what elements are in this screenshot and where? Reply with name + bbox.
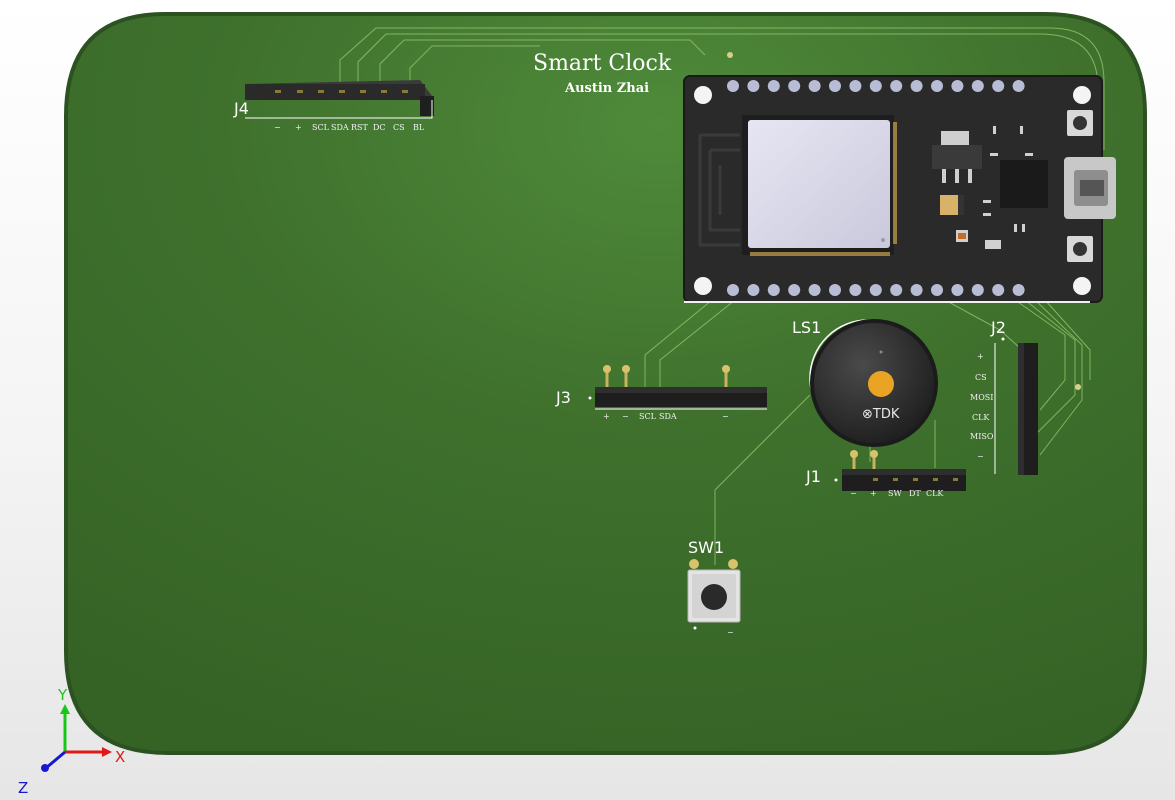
j4-pin-1: − bbox=[274, 123, 281, 132]
esp32-pin bbox=[890, 80, 903, 92]
esp32-pin bbox=[829, 80, 841, 92]
axis-y-label: Y bbox=[57, 686, 68, 704]
header-j3: J3 + − SCL SDA − bbox=[555, 365, 767, 421]
header-j1: J1 − + SW DT CLK bbox=[805, 450, 966, 498]
esp32-pin bbox=[869, 80, 882, 92]
esp32-pin bbox=[767, 80, 780, 92]
switch-sw1: SW1 − bbox=[687, 538, 741, 637]
mounting-hole bbox=[1073, 86, 1091, 104]
esp32-pin bbox=[727, 284, 739, 296]
j1-pin-3: SW bbox=[888, 489, 902, 498]
j2-ref-label: J2 bbox=[990, 318, 1006, 337]
j4-pin-5: RST bbox=[351, 123, 369, 132]
esp32-pin bbox=[808, 284, 821, 296]
j2-pin-2: CS bbox=[975, 373, 987, 382]
esp32-pin bbox=[971, 284, 984, 296]
j2-pin-1: + bbox=[977, 352, 984, 361]
j2-pin-6: − bbox=[977, 452, 984, 461]
esp32-pin bbox=[747, 284, 760, 296]
esp32-devkit-module bbox=[683, 75, 1116, 303]
j4-pin-4: SDA bbox=[331, 123, 349, 132]
ls1-ref-label: LS1 bbox=[792, 318, 821, 337]
mounting-hole bbox=[694, 277, 712, 295]
board-author: Austin Zhai bbox=[564, 81, 649, 96]
j4-pin-6: DC bbox=[373, 123, 386, 132]
j3-pin-3: SCL bbox=[639, 412, 657, 421]
esp32-pin bbox=[971, 80, 984, 92]
j4-pin-8: BL bbox=[413, 123, 425, 132]
j4-pin-3: SCL bbox=[312, 123, 330, 132]
esp32-pin bbox=[931, 284, 943, 296]
esp32-pin bbox=[849, 80, 862, 92]
j1-pin-4: DT bbox=[909, 489, 921, 498]
esp32-pin bbox=[1012, 80, 1025, 92]
esp32-pin bbox=[951, 80, 964, 92]
buzzer-port bbox=[868, 371, 894, 397]
esp32-pin bbox=[788, 80, 801, 92]
j4-pin-2: + bbox=[295, 123, 302, 132]
j4-ref-label: J4 bbox=[233, 99, 249, 118]
sw1-minus: − bbox=[727, 628, 734, 637]
j2-pin-4: CLK bbox=[972, 413, 990, 422]
header-j4: J4 − + SCL SDA RST DC CS BL bbox=[233, 80, 434, 132]
j2-pin-5: MISO bbox=[970, 432, 994, 441]
buzzer-brand: ⊗TDK bbox=[862, 407, 900, 422]
tactile-button-cap bbox=[701, 584, 727, 610]
esp32-pin bbox=[1012, 284, 1025, 296]
mounting-hole bbox=[1073, 277, 1091, 295]
j1-pin-1: − bbox=[850, 489, 857, 498]
esp32-pin bbox=[829, 284, 841, 296]
esp32-pin bbox=[931, 80, 943, 92]
esp32-pin bbox=[992, 80, 1005, 92]
axis-x-label: X bbox=[115, 748, 125, 766]
buzzer-ls1: LS1 ⊗TDK bbox=[792, 318, 938, 447]
esp32-pin bbox=[890, 284, 903, 296]
esp32-pin bbox=[951, 284, 964, 296]
esp32-pin bbox=[910, 80, 923, 92]
j3-pin-4: SDA bbox=[659, 412, 677, 421]
esp32-pin bbox=[747, 80, 760, 92]
j4-pin-7: CS bbox=[393, 123, 405, 132]
esp32-pin bbox=[910, 284, 923, 296]
j1-ref-label: J1 bbox=[805, 467, 821, 486]
esp32-shield bbox=[748, 120, 890, 248]
j3-pin-1: + bbox=[603, 412, 610, 421]
esp32-pin bbox=[808, 80, 821, 92]
mounting-hole bbox=[694, 86, 712, 104]
via bbox=[727, 52, 733, 58]
j1-pin-2: + bbox=[870, 489, 877, 498]
j2-pin-3: MOSI bbox=[970, 393, 993, 402]
via bbox=[1075, 384, 1081, 390]
j1-pin-5: CLK bbox=[926, 489, 944, 498]
sw1-ref-label: SW1 bbox=[688, 538, 724, 557]
axis-triad: Y X Z bbox=[18, 686, 125, 797]
header-j2: J2 + CS MOSI CLK MISO − bbox=[970, 318, 1038, 475]
esp32-pin bbox=[767, 284, 780, 296]
esp32-pin bbox=[869, 284, 882, 296]
esp32-pin bbox=[992, 284, 1005, 296]
esp32-pin bbox=[788, 284, 801, 296]
j3-pin-5: − bbox=[722, 412, 729, 421]
board-title: Smart Clock bbox=[533, 51, 672, 76]
axis-z-label: Z bbox=[18, 779, 28, 797]
esp32-pin bbox=[727, 80, 739, 92]
j3-pin-2: − bbox=[622, 412, 629, 421]
esp32-pin bbox=[849, 284, 862, 296]
j3-ref-label: J3 bbox=[555, 388, 571, 407]
